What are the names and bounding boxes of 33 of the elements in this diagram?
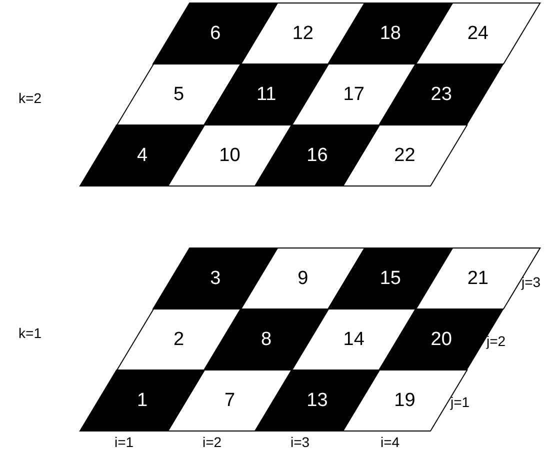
cell-number: 19 bbox=[394, 390, 416, 412]
layer-label: k=2 bbox=[18, 90, 42, 106]
cell-number: 18 bbox=[380, 22, 401, 44]
cell-number: 20 bbox=[430, 328, 452, 350]
cell-number: 10 bbox=[219, 144, 240, 166]
axis-index-label: i=2 bbox=[202, 434, 222, 450]
axis-index-label: i=3 bbox=[290, 434, 310, 450]
cell-number: 9 bbox=[298, 268, 308, 290]
cell-number: 21 bbox=[467, 268, 488, 290]
cell-number: 13 bbox=[306, 390, 328, 412]
layer-label: k=1 bbox=[18, 325, 42, 341]
axis-index-label: j=2 bbox=[486, 333, 506, 349]
axis-index-label: i=1 bbox=[114, 434, 134, 450]
cell-number: 17 bbox=[343, 84, 364, 106]
axis-index-label: j=3 bbox=[521, 274, 541, 290]
cell-number: 16 bbox=[306, 144, 328, 166]
cell-number: 15 bbox=[380, 268, 401, 290]
cell-number: 3 bbox=[210, 268, 221, 290]
cell-number: 1 bbox=[136, 390, 148, 412]
cell-number: 14 bbox=[343, 328, 364, 350]
cell-number: 11 bbox=[256, 84, 276, 106]
cell-number: 6 bbox=[210, 22, 221, 44]
cell-number: 24 bbox=[467, 22, 488, 44]
cell-number: 8 bbox=[261, 328, 272, 350]
cell-number: 4 bbox=[136, 144, 148, 166]
cell-number: 2 bbox=[174, 328, 184, 350]
cell-number: 12 bbox=[292, 22, 314, 44]
axis-index-label: j=1 bbox=[450, 394, 470, 410]
cell-number: 23 bbox=[430, 84, 452, 106]
axis-index-label: i=4 bbox=[380, 434, 400, 450]
cell-number: 5 bbox=[174, 84, 184, 106]
cell-number: 7 bbox=[224, 390, 236, 412]
cell-number: 22 bbox=[394, 144, 416, 166]
